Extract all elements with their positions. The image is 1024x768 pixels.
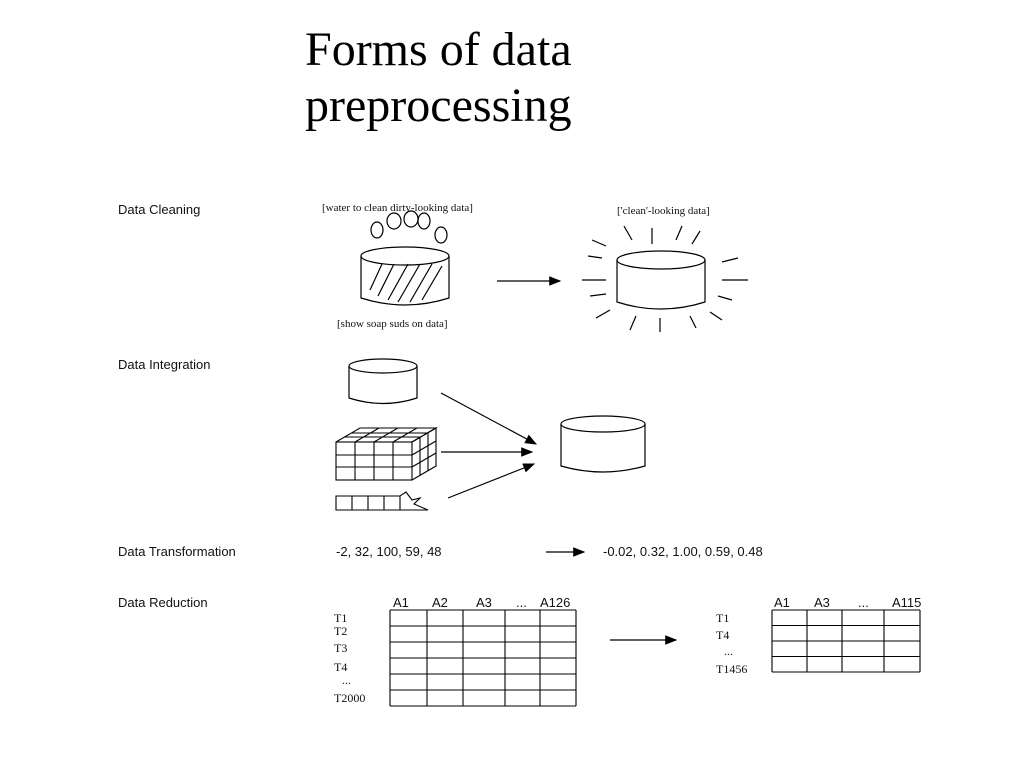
- left-table-column-header: A1: [393, 595, 409, 610]
- left-table-column-header: ...: [516, 595, 527, 610]
- right-table-row-label: T4: [716, 628, 729, 642]
- left-table-row-label: T4: [334, 660, 347, 674]
- label-data-reduction: Data Reduction: [118, 595, 208, 610]
- left-table-column-header: A126: [540, 595, 570, 610]
- title-line-1: Forms of data: [305, 23, 572, 76]
- left-table-row-label: T3: [334, 641, 347, 655]
- left-table-row-label: ...: [342, 673, 351, 687]
- right-table-column-header: A3: [814, 595, 830, 610]
- note-soap: [show soap suds on data]: [337, 318, 448, 330]
- left-table-row-label: T2000: [334, 691, 365, 705]
- left-table-row-label: T2: [334, 624, 347, 638]
- title-line-2: preprocessing: [305, 79, 572, 132]
- transform-after-values: -0.02, 0.32, 1.00, 0.59, 0.48: [603, 544, 763, 559]
- right-table-column-header: ...: [858, 595, 869, 610]
- label-data-transformation: Data Transformation: [118, 544, 236, 559]
- right-table-column-header: A1: [774, 595, 790, 610]
- right-table-row-label: T1: [716, 611, 729, 625]
- right-table-row-label: T1456: [716, 662, 747, 676]
- shine-rays-icon: [582, 225, 748, 332]
- label-data-integration: Data Integration: [118, 357, 211, 372]
- clean-data-cylinder-icon: [616, 250, 706, 310]
- left-table-column-header: A3: [476, 595, 492, 610]
- slide-title: Forms of data preprocessing: [305, 22, 572, 134]
- left-table-column-header: A2: [432, 595, 448, 610]
- note-water: [water to clean dirty-looking data]: [322, 202, 473, 214]
- transform-before-values: -2, 32, 100, 59, 48: [336, 544, 442, 559]
- integration-arrows: [440, 392, 538, 499]
- label-data-cleaning: Data Cleaning: [118, 202, 201, 217]
- dirty-data-cylinder-icon: [360, 246, 450, 306]
- flat-file-icon: [335, 491, 429, 511]
- data-cube-icon: [335, 427, 439, 481]
- source-cylinder-icon: [348, 358, 418, 405]
- right-table-column-header: A115: [892, 595, 921, 610]
- left-table-row-label: T1: [334, 611, 347, 625]
- note-clean: ['clean'-looking data]: [617, 205, 710, 217]
- soap-suds-icon: [370, 210, 448, 244]
- right-table-row-label: ...: [724, 644, 733, 658]
- integrated-cylinder-icon: [560, 415, 646, 473]
